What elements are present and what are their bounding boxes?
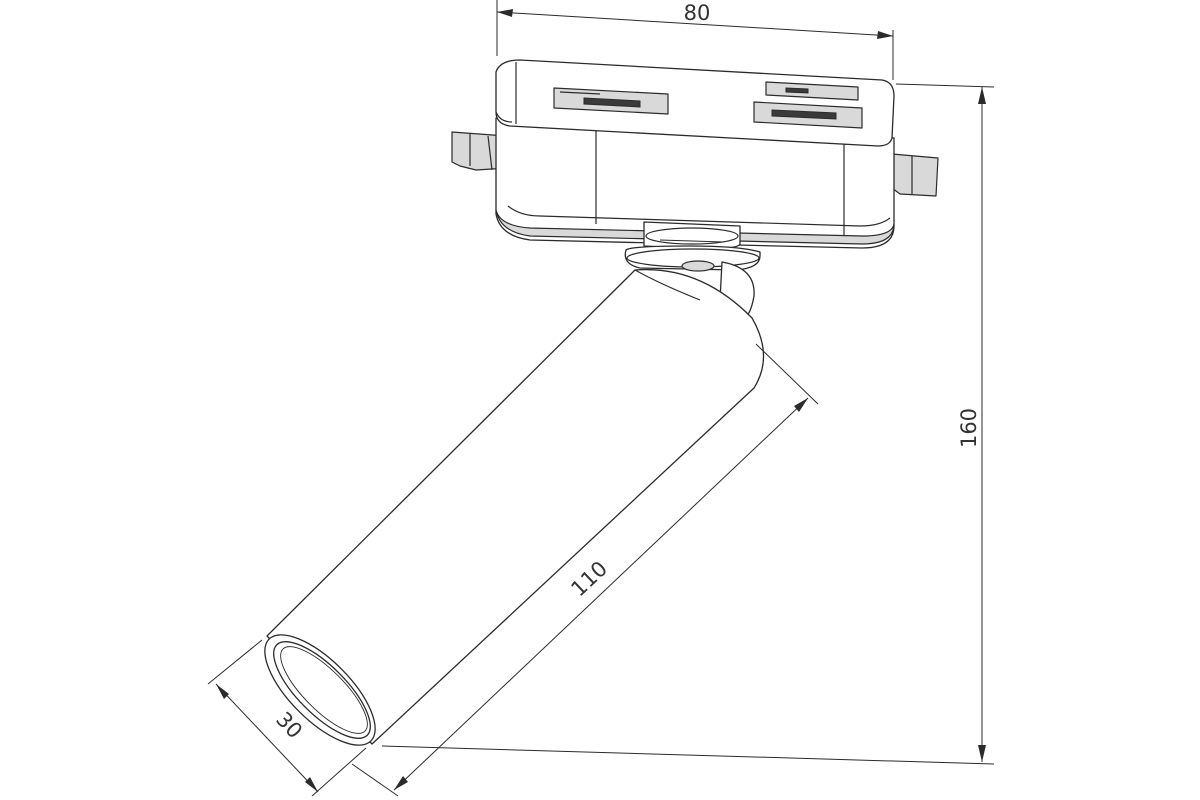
cylinder-body	[266, 268, 765, 745]
swivel-joint	[624, 221, 761, 323]
right-latch	[891, 153, 939, 197]
spotlight-cylinder	[264, 268, 765, 746]
dimension-height: 160	[381, 83, 995, 765]
length-label: 110	[566, 556, 612, 601]
width-label: 80	[684, 1, 711, 25]
contact-slot-right	[765, 81, 859, 101]
cylinder-lens-opening	[273, 641, 371, 739]
height-label: 160	[957, 408, 981, 448]
adapter-bottom-band	[495, 209, 895, 245]
track-adapter	[451, 59, 939, 249]
dimension-width: 80	[496, 0, 894, 80]
